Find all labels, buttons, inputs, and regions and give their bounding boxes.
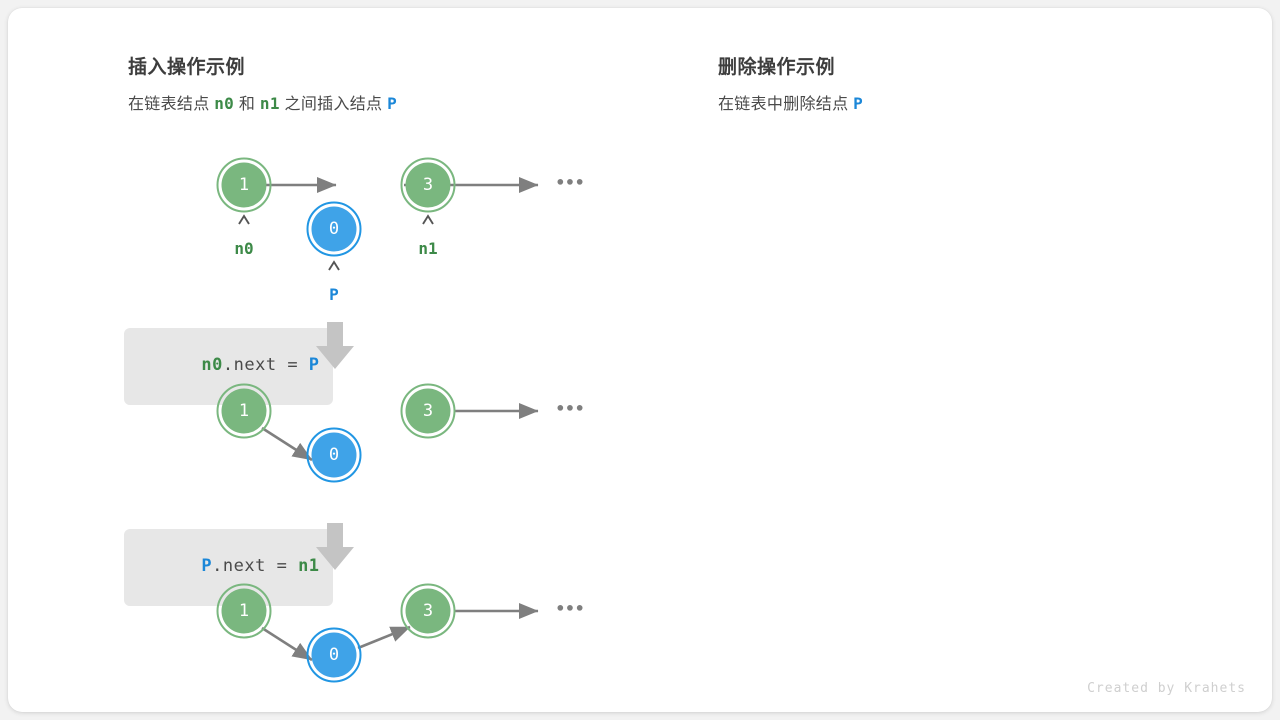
code-token-p: P (201, 556, 213, 577)
panel-insert: 插入操作示例 在链表结点 n0 和 n1 之间插入结点 P 1 (8, 8, 640, 712)
node-n1-value: 3 (423, 175, 433, 195)
node-n0-value: 1 (239, 175, 249, 195)
code-box-insert-step2: P.next = n1 (124, 529, 333, 606)
panel-delete-subtitle: 在链表中删除结点 P (718, 90, 863, 114)
credit-text: Created by Krahets (1087, 681, 1246, 696)
code-token-next-eq: .next = (212, 556, 299, 577)
subtitle-text-1: 在链表结点 (128, 96, 215, 113)
insert-row-initial: 1 3 0 n0 n1 P ••• (216, 157, 585, 304)
subtitle-token-p: P (387, 94, 398, 113)
step-down-arrow-icon-2 (316, 523, 354, 570)
node-p: 0 (306, 427, 362, 483)
subtitle-token-n1: n1 (259, 94, 280, 113)
code-token-p: P (308, 355, 320, 376)
node-n1-value: 3 (423, 601, 433, 621)
panel-insert-title: 插入操作示例 (128, 57, 246, 78)
subtitle-token-n0: n0 (214, 94, 235, 113)
subtitle-text-2: 和 (234, 96, 260, 113)
insert-row-step1: 1 3 0 ••• (216, 383, 585, 483)
insert-row-step2: 1 3 0 ••• (216, 583, 585, 683)
edge-n0-to-p (261, 626, 313, 662)
subtitle-token-p: P (853, 94, 864, 113)
ellipsis-icon: ••• (556, 599, 585, 618)
ellipsis-icon: ••• (556, 173, 585, 192)
label-n1: n1 (418, 239, 437, 258)
node-p-value: 0 (329, 219, 339, 239)
node-p: 0 (306, 201, 362, 257)
node-n1-value: 3 (423, 401, 433, 421)
node-p-value: 0 (329, 445, 339, 465)
node-n0: 1 (216, 583, 272, 639)
code-token-n0: n0 (201, 355, 223, 376)
code-box-insert-step1: n0.next = P (124, 328, 333, 405)
caret-icon-n1 (422, 214, 434, 225)
diagram-card: 插入操作示例 在链表结点 n0 和 n1 之间插入结点 P 1 (8, 8, 1272, 712)
edge-n0-to-p (261, 426, 313, 462)
node-n1: 3 (400, 383, 456, 439)
node-n0-value: 1 (239, 401, 249, 421)
code-token-n1: n1 (298, 556, 320, 577)
subtitle-text-3: 之间插入结点 (279, 96, 388, 113)
edge-p-to-n1 (357, 625, 411, 650)
node-n0: 1 (216, 383, 272, 439)
label-p: P (329, 285, 339, 304)
node-p: 0 (306, 627, 362, 683)
panel-delete-title: 删除操作示例 (718, 57, 836, 78)
label-n0: n0 (234, 239, 253, 258)
node-p-value: 0 (329, 645, 339, 665)
caret-icon-p (328, 260, 340, 271)
node-n0: 1 (216, 157, 272, 213)
subtitle-text-1: 在链表中删除结点 (718, 96, 854, 113)
step-down-arrow-icon-1 (316, 322, 354, 369)
panel-insert-subtitle: 在链表结点 n0 和 n1 之间插入结点 P (128, 90, 397, 114)
node-n0-value: 1 (239, 601, 249, 621)
node-n1: 3 (400, 583, 456, 639)
code-token-next-eq: .next = (222, 355, 309, 376)
caret-icon-n0 (238, 214, 250, 225)
node-n1: 3 (400, 157, 456, 213)
panel-delete: 删除操作示例 在链表中删除结点 P 1 (640, 8, 1272, 712)
ellipsis-icon: ••• (556, 399, 585, 418)
